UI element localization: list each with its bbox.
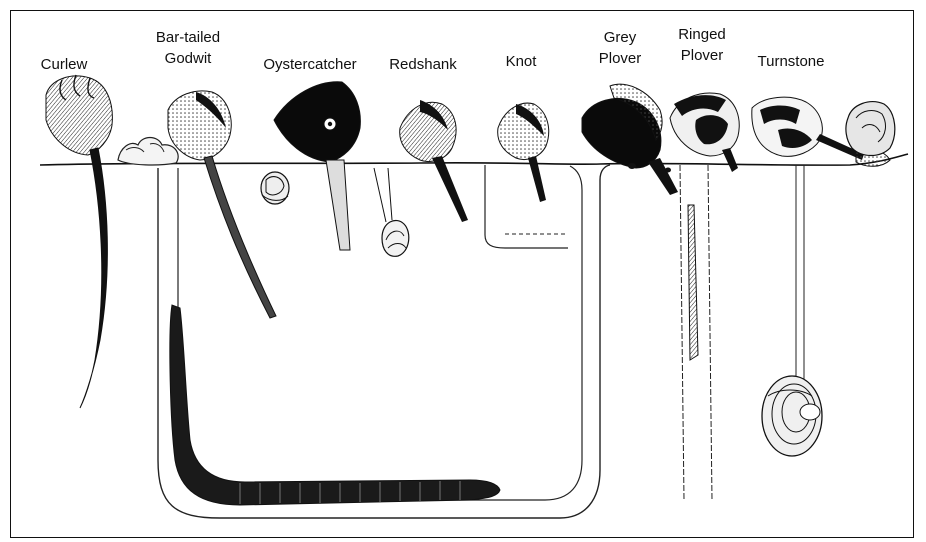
ringed-plover-worm [688, 205, 698, 360]
ringed-plover-bill [722, 148, 738, 172]
godwit-head [168, 91, 276, 318]
worm-cast [118, 138, 178, 165]
turnstone-probe-line [796, 165, 804, 380]
curlew-bill [80, 148, 107, 408]
lugworm-burrow-inner [178, 166, 582, 500]
oystercatcher-bill [326, 160, 350, 250]
cockle-shell [374, 168, 409, 256]
ringed-plover-head [670, 93, 739, 172]
curlew-head [46, 75, 112, 408]
knot-bill [528, 156, 546, 202]
mussel-shell [846, 102, 895, 156]
grey-plover-head [582, 84, 678, 195]
knot-burrow [485, 165, 568, 248]
redshank-bill [432, 156, 468, 222]
lugworm [170, 305, 500, 505]
deep-shell [762, 376, 822, 456]
periwinkle-shell [261, 172, 289, 204]
knot-head [498, 103, 549, 202]
oystercatcher-head [274, 82, 360, 250]
redshank-head [400, 100, 468, 222]
